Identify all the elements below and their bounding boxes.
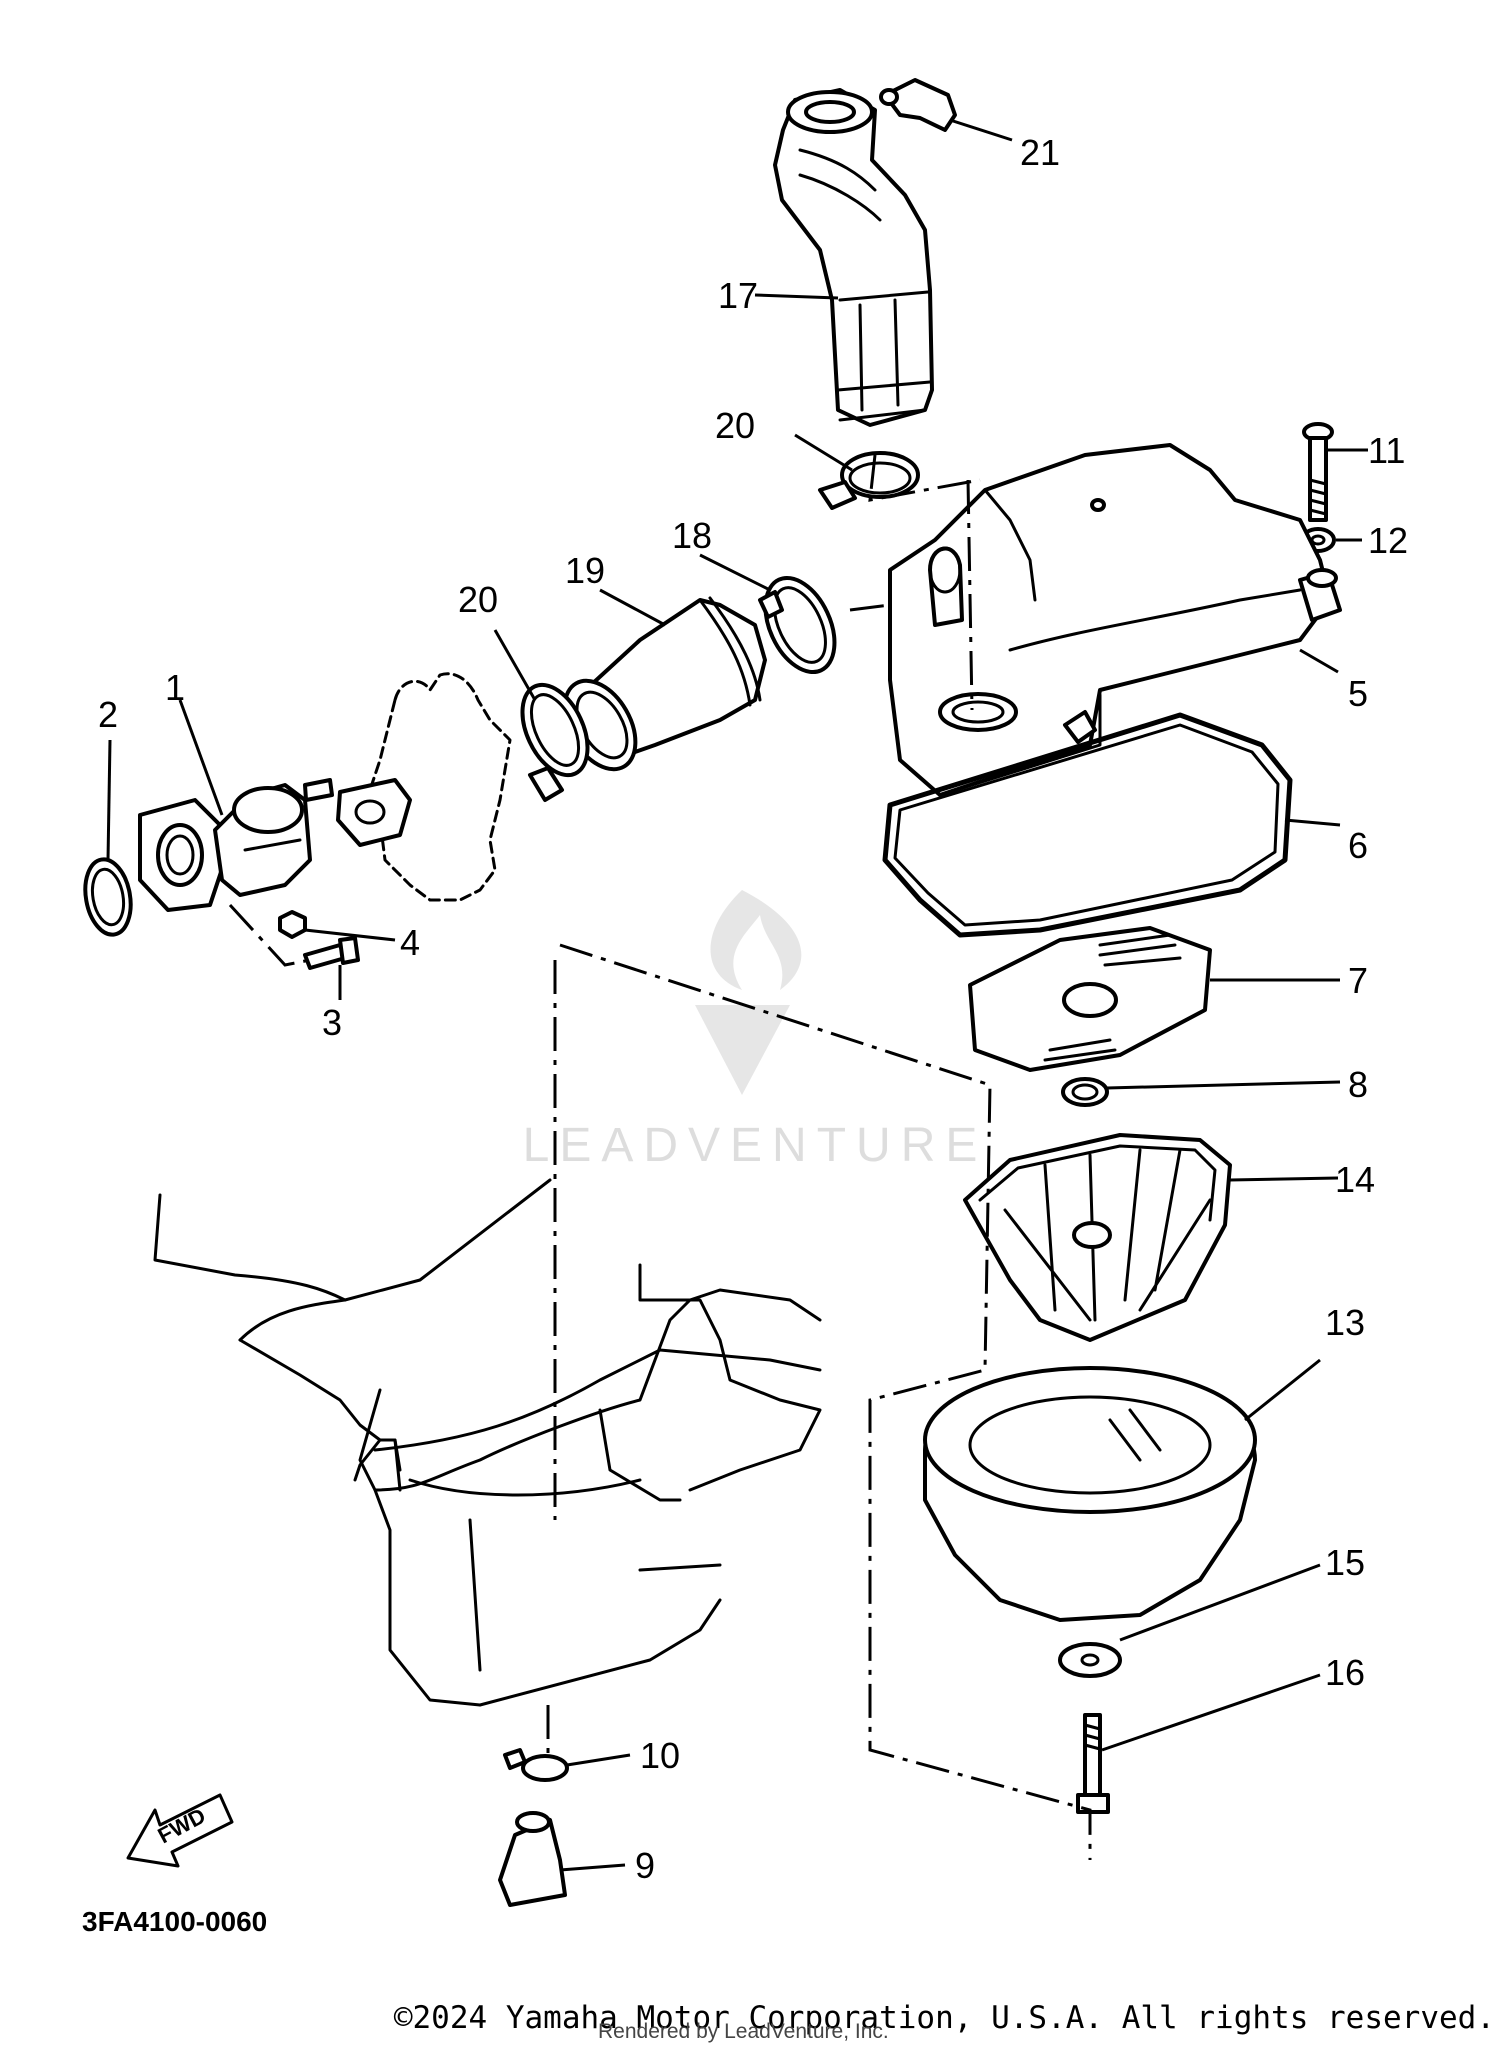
callout-3: 3 — [322, 1002, 342, 1043]
watermark-text: LEADVENTURE — [522, 1119, 988, 1172]
part-4-nut — [278, 910, 307, 939]
part-7-filter-mesh — [968, 926, 1212, 1072]
part-21-breather-elbow — [879, 78, 957, 132]
callout-21: 21 — [1020, 132, 1060, 173]
part-15-washer — [1058, 1642, 1122, 1678]
callout-9: 9 — [635, 1845, 655, 1886]
rendered-by-note: Rendered by LeadVenture, Inc. — [598, 2020, 889, 2043]
part-11-bolt — [1302, 422, 1334, 522]
part-3-bolt — [303, 936, 360, 970]
callout-4: 4 — [400, 922, 420, 963]
callout-2: 2 — [98, 694, 118, 735]
part-13-filter-element — [923, 1366, 1257, 1622]
callout-12: 12 — [1368, 520, 1408, 561]
callout-10: 10 — [640, 1735, 680, 1776]
callout-11: 11 — [1368, 430, 1405, 471]
fwd-arrow: FWD — [126, 1793, 234, 1868]
part-2-o-ring — [83, 857, 133, 937]
part-9-drain-hose — [498, 1811, 567, 1907]
callout-13: 13 — [1325, 1302, 1365, 1343]
callout-20-lower: 20 — [458, 579, 498, 620]
part-5-air-cleaner-case — [888, 443, 1342, 797]
callout-16: 16 — [1325, 1652, 1365, 1693]
callout-15: 15 — [1325, 1542, 1365, 1583]
callout-20-upper: 20 — [715, 405, 755, 446]
part-17-intake-duct — [773, 88, 934, 427]
callout-labels: 21 17 20 11 12 18 19 20 5 2 1 6 4 3 7 8 … — [98, 132, 1408, 1886]
part-6-gasket — [882, 712, 1293, 938]
callout-7: 7 — [1348, 960, 1368, 1001]
watermark-logo — [695, 890, 802, 1095]
callout-17: 17 — [718, 275, 758, 316]
callout-8: 8 — [1348, 1064, 1368, 1105]
diagram-code: 3FA4100-0060 — [82, 1906, 268, 1937]
frame-housing-outline — [153, 1178, 822, 1707]
callout-1: 1 — [165, 667, 185, 708]
part-18-clamp — [758, 575, 837, 675]
part-8-retainer — [1061, 1077, 1109, 1107]
part-14-element-cage — [963, 1133, 1232, 1342]
part-16-bolt — [1076, 1713, 1110, 1814]
callout-19: 19 — [565, 550, 605, 591]
leader-lines — [106, 118, 1368, 1872]
callout-18: 18 — [672, 515, 712, 556]
part-20-lower-clamp — [520, 682, 590, 802]
callout-6: 6 — [1348, 825, 1368, 866]
copyright-notice: ©2024 Yamaha Motor Corporation, U.S.A. A… — [393, 2000, 1495, 2036]
part-1-manifold — [138, 783, 312, 912]
carburetor-outline — [303, 672, 512, 902]
callout-14: 14 — [1335, 1159, 1375, 1200]
part-20-upper-clamp — [818, 451, 920, 510]
callout-5: 5 — [1348, 673, 1368, 714]
assembly-lines — [228, 454, 1092, 1860]
part-10-clamp — [503, 1748, 569, 1782]
